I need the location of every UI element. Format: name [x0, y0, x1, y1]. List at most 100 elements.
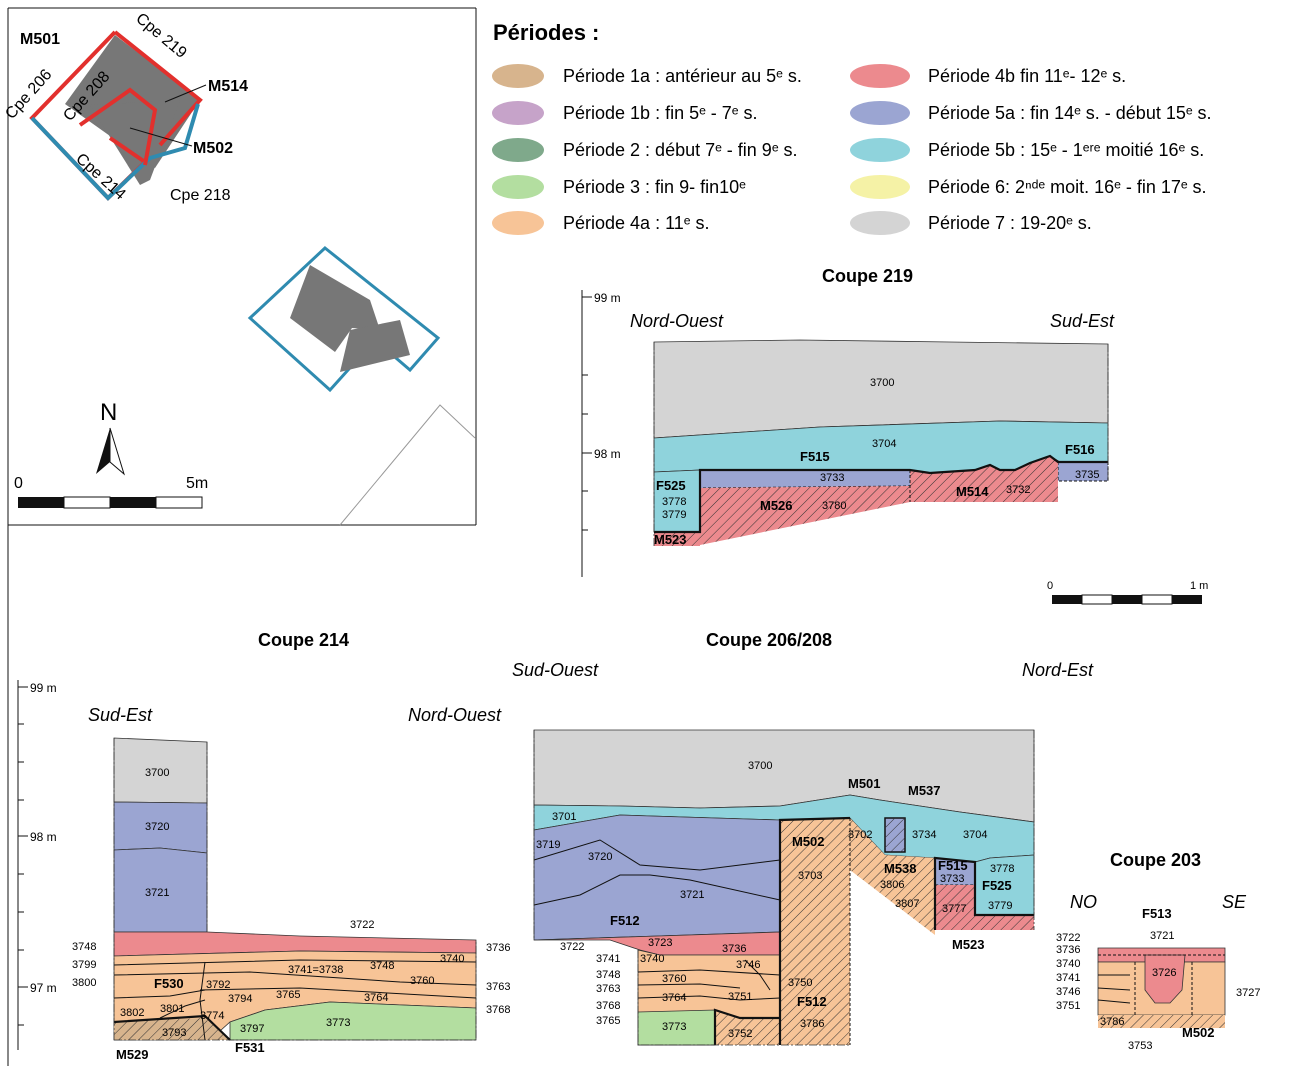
- coupe214-us-3802: 3802: [120, 1007, 144, 1019]
- coupe219-left-orientation: Nord-Ouest: [630, 311, 724, 331]
- coupe206-us-3751: 3751: [728, 991, 752, 1003]
- coupe214-alt-98: 98 m: [30, 830, 57, 844]
- coupe206-us-3720: 3720: [588, 851, 612, 863]
- plan-scale-start: 0: [14, 475, 23, 492]
- legend-item-p2: Période 2 : début 7ᵉ - fin 9ᵉ s.: [492, 138, 798, 162]
- coupe206-layer-3733: [935, 858, 975, 885]
- coupe-203: Coupe 203 NO SE 3722 3736 3740 3741 3746…: [1056, 850, 1260, 1052]
- coupe219-scale-seg-3: [1112, 595, 1142, 604]
- coupe214-us-3763: 3763: [486, 981, 510, 993]
- coupe203-line-2: [1097, 987, 1131, 991]
- coupe-214: Coupe 214 Sud-Est Nord-Ouest 99 m 98 m 9…: [17, 630, 510, 1062]
- coupe214-title: Coupe 214: [258, 630, 349, 650]
- coupe203-us-3741: 3741: [1056, 972, 1080, 984]
- plan-second-building-gray: [290, 265, 380, 352]
- coupe203-us-3736: 3736: [1056, 944, 1080, 956]
- coupe206-layer-m538-hatch: [850, 818, 935, 935]
- coupe219-us-3700: 3700: [870, 377, 894, 389]
- coupe219-alt-99: 99 m: [594, 291, 621, 305]
- coupe206-bottom-edge: [637, 950, 850, 1046]
- legend-swatch-p6: [850, 175, 910, 199]
- coupe214-us-3700: 3700: [145, 767, 169, 779]
- coupe206-thick-f515: [933, 856, 1034, 930]
- coupe206-us-3741: 3741: [596, 953, 620, 965]
- plan-scale-end: 5m: [186, 475, 208, 492]
- plan-red-outline-2: [113, 30, 203, 147]
- coupe219-us-3732: 3732: [1006, 484, 1030, 496]
- coupe219-us-3735: 3735: [1075, 469, 1099, 481]
- coupe206-us-3806: 3806: [880, 879, 904, 891]
- coupe219-scale-end: 1 m: [1190, 580, 1208, 592]
- coupe206-right-orientation: Nord-Est: [1022, 660, 1094, 680]
- plan-scale-seg-1: [18, 497, 64, 508]
- site-plan: M501 Cpe 206 Cpe 208 Cpe 219 M514 M502 C…: [2, 10, 476, 526]
- plan-label-cpe206: Cpe 206: [2, 66, 55, 122]
- coupe206-str-f512a: F512: [610, 913, 640, 928]
- coupe203-str-f513: F513: [1142, 906, 1172, 921]
- coupe219-str-f525: F525: [656, 478, 686, 493]
- legend-swatch-p1a: [492, 64, 544, 88]
- coupe214-us-3740: 3740: [440, 953, 464, 965]
- coupe206-us-3723: 3723: [648, 937, 672, 949]
- coupe219-us-3778: 3778: [662, 496, 686, 508]
- coupe206-us-3722a: 3722: [560, 941, 584, 953]
- coupe214-right-orientation: Nord-Ouest: [408, 705, 502, 725]
- coupe214-us-3792: 3792: [206, 979, 230, 991]
- coupe203-title: Coupe 203: [1110, 850, 1201, 870]
- coupe219-layer-3733: [700, 470, 910, 488]
- legend-swatch-p5a: [850, 101, 910, 125]
- coupe219-scale-seg-5: [1172, 595, 1202, 604]
- coupe214-bottom-edge: [114, 940, 477, 1041]
- coupe206-left-orientation: Sud-Ouest: [512, 660, 599, 680]
- coupe214-str-f530: F530: [154, 976, 184, 991]
- coupe206-layer-m537-hatch: [885, 818, 905, 852]
- plan-second-building-gray-2: [340, 320, 410, 372]
- coupe203-us-3740: 3740: [1056, 958, 1080, 970]
- coupe206-title: Coupe 206/208: [706, 630, 832, 650]
- coupe219-str-f515: F515: [800, 449, 830, 464]
- coupe214-us-3793: 3793: [162, 1027, 186, 1039]
- coupe206-us-3750: 3750: [788, 977, 812, 989]
- plan-scale-seg-4: [155, 496, 203, 509]
- coupe203-us-3786: 3786: [1100, 1016, 1124, 1028]
- legend-item-p5b: Période 5b : 15ᵉ - 1ᵉʳᵉ moitié 16ᵉ s.: [850, 138, 1204, 162]
- legend-label-p5b: Période 5b : 15ᵉ - 1ᵉʳᵉ moitié 16ᵉ s.: [928, 140, 1204, 160]
- coupe219-layer-m523-hatch: [654, 532, 700, 546]
- legend-swatch-p2: [492, 138, 544, 162]
- coupe206-us-3702: 3702: [848, 829, 872, 841]
- north-label: N: [100, 399, 117, 426]
- coupe206-us-3701: 3701: [552, 811, 576, 823]
- coupe206-us-3773: 3773: [662, 1021, 686, 1033]
- coupe214-us-3736: 3736: [486, 942, 510, 954]
- coupe219-scale-seg-1: [1052, 595, 1082, 604]
- coupe206-us-3752: 3752: [728, 1028, 752, 1040]
- coupe219-scale-seg-2: [1081, 594, 1113, 605]
- legend-item-p5a: Période 5a : fin 14ᵉ s. - début 15ᵉ s.: [850, 101, 1212, 125]
- plan-label-m501: M501: [20, 31, 60, 48]
- coupe214-us-3722: 3722: [350, 919, 374, 931]
- coupe206-str-f515: F515: [938, 858, 968, 873]
- coupe214-us-3741: 3741=3738: [288, 964, 343, 976]
- coupe214-us-3748b: 3748: [370, 960, 394, 972]
- coupe206-us-3760: 3760: [662, 973, 686, 985]
- coupe214-us-3773: 3773: [326, 1017, 350, 1029]
- coupe214-us-3797: 3797: [240, 1023, 264, 1035]
- coupe214-us-3774: 3774: [200, 1010, 224, 1022]
- coupe219-layer-3780-hatch: [700, 456, 1058, 545]
- plan-scale-seg-3: [110, 497, 156, 508]
- coupe214-us-3721: 3721: [145, 887, 169, 899]
- coupe219-us-3733: 3733: [820, 472, 844, 484]
- coupe219-str-m523: M523: [654, 532, 687, 547]
- legend-item-p4a: Période 4a : 11ᵉ s.: [492, 211, 709, 235]
- coupe203-us-3751: 3751: [1056, 1000, 1080, 1012]
- coupe206-layer-3721: [533, 814, 781, 941]
- legend-swatch-p4b: [850, 64, 910, 88]
- coupe206-layer-m502-hatch: [780, 818, 850, 1045]
- coupe219-us-3779: 3779: [662, 509, 686, 521]
- coupe203-us-3753: 3753: [1128, 1040, 1152, 1052]
- coupe219-str-f516: F516: [1065, 442, 1095, 457]
- coupe214-line-5: [199, 961, 206, 1041]
- legend-swatch-p3: [492, 175, 544, 199]
- coupe206-line-3720: [533, 839, 781, 871]
